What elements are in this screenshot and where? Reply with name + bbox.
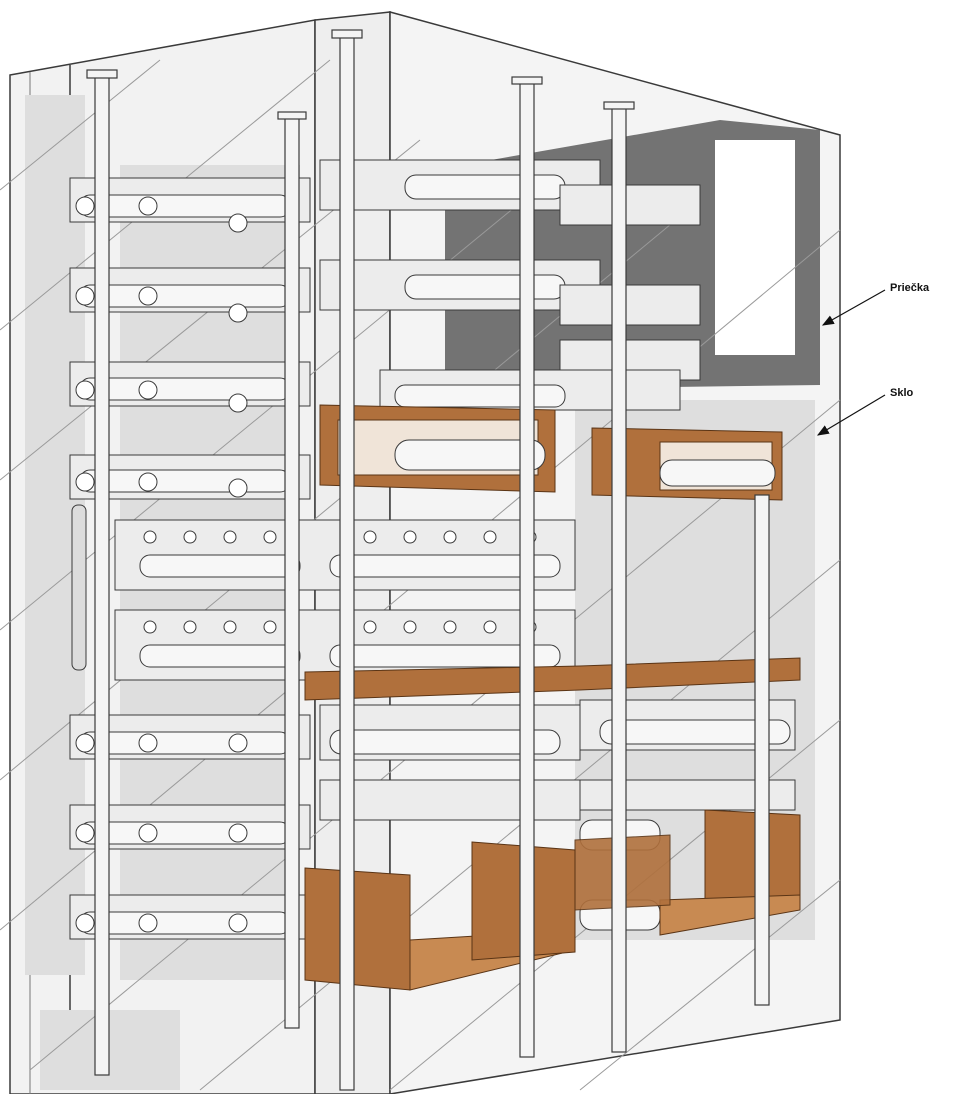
wood-shelf-middle: [304, 657, 801, 701]
wood-box-upper-center: [319, 404, 556, 493]
partition-callout-arrow: [821, 289, 886, 326]
rack-row: [69, 361, 311, 413]
rack-row: [69, 454, 311, 500]
rack-row: [69, 804, 311, 850]
glass-callout-label: Sklo: [890, 387, 914, 399]
glass-callout-arrow: [816, 394, 886, 436]
door-handle: [71, 504, 87, 671]
rack-row: [69, 177, 311, 233]
wood-box-upper-right: [591, 427, 783, 501]
rack-row: [69, 714, 311, 760]
partition-callout-label: Priečka: [890, 282, 930, 294]
vertical-posts: [86, 29, 770, 1091]
wooden-display-boxes: [304, 404, 801, 991]
rack-row: [69, 894, 311, 940]
partition-light-block: [715, 140, 795, 355]
rack-row: [69, 267, 311, 323]
